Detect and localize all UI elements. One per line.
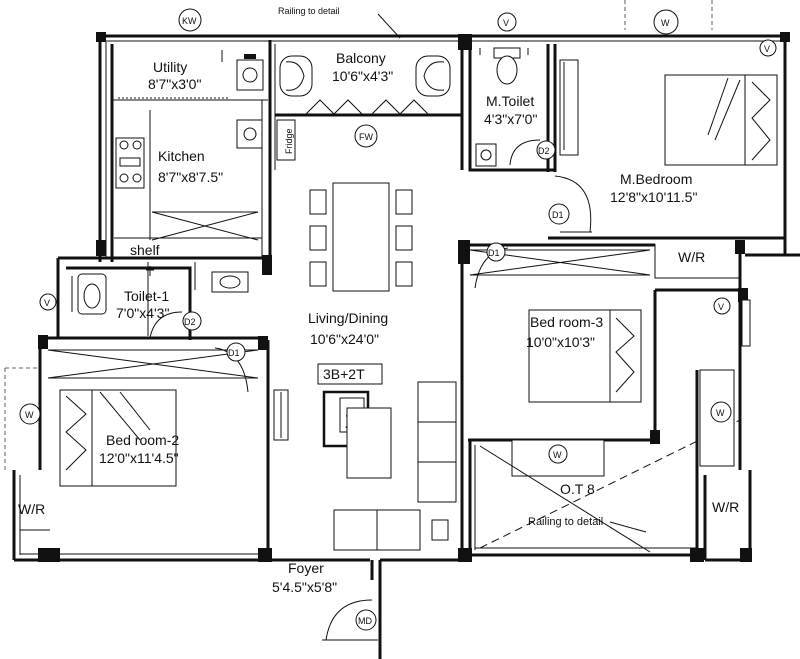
mbedroom-dim: 12'8"x10'11.5" [610, 189, 697, 205]
shelf-label: shelf [130, 242, 160, 258]
balcony: Balcony 10'6"x4'3" FW [279, 50, 451, 148]
unit-type-label: 3B+2T [323, 366, 365, 382]
foyer-name: Foyer [288, 560, 324, 576]
bedroom3-dim: 10'0"x10'3" [526, 334, 595, 350]
d1-mbedroom-door-tag: D1 [552, 210, 564, 220]
foyer-dim: 5'4.5"x5'8" [272, 579, 337, 595]
v-vent-tag-mtoilet: V [503, 18, 509, 28]
railing-top-label: Railing to detail [278, 6, 340, 16]
wr-left-label: W/R [18, 501, 45, 517]
balcony-name: Balcony [336, 50, 386, 66]
open-terrace: O.T 8 Railing to detail W V W/R [479, 297, 751, 553]
columns [38, 32, 790, 562]
utility-name: Utility [153, 59, 187, 75]
living-dining: Living/Dining 10'6"x24'0" 3B+2T 1 [273, 182, 457, 551]
foyer: Foyer 5'4.5"x5'8" MD [272, 560, 378, 641]
mbedroom-name: M.Bedroom [620, 171, 692, 187]
bedroom2-dim: 12'0"x11'4.5" [99, 450, 179, 466]
v-vent-tag-right: V [764, 44, 770, 54]
toilet1-name: Toilet-1 [124, 288, 169, 304]
d1-bedroom2-door-tag: D1 [228, 348, 240, 358]
kw-window-tag: KW [182, 16, 197, 26]
mtoilet-name: M.Toilet [486, 93, 534, 109]
bedroom-3: D1 Bed room-3 10'0"x10'3" W [469, 242, 651, 477]
balcony-dim: 10'6"x4'3" [332, 68, 393, 84]
bedroom2-name: Bed room-2 [106, 432, 179, 448]
wr-right-label: W/R [712, 499, 739, 515]
w-window-tag-ot: W [553, 450, 562, 460]
kitchen: Kitchen 8'7"x8'7.5" Fridge shelf [114, 110, 296, 276]
w-window-tag-left: W [25, 410, 34, 420]
railing-bottom-label: Railing to detail [528, 516, 603, 528]
d1-bedroom3-door-tag: D1 [488, 248, 500, 258]
utility-room: Utility 8'7"x3'0" [118, 50, 264, 99]
master-toilet: M.Toilet 4'3"x7'0" D2 [475, 47, 556, 167]
living-name: Living/Dining [308, 310, 388, 326]
utility-dim: 8'7"x3'0" [148, 76, 201, 92]
bedroom3-name: Bed room-3 [530, 314, 603, 330]
bedroom-2: D1 Bed room-2 12'0"x11'4.5" W W/R [4, 342, 259, 531]
ot-name: O.T 8 [560, 481, 595, 497]
wr-master-label: W/R [678, 249, 705, 265]
kitchen-name: Kitchen [158, 148, 205, 164]
fw-door-tag: FW [359, 132, 373, 142]
toilet-1: Toilet-1 7'0"x4'3" D2 V [39, 271, 249, 339]
living-dim: 10'6"x24'0" [310, 331, 379, 347]
kitchen-dim: 8'7"x8'7.5" [158, 169, 223, 185]
toilet1-dim: 7'0"x4'3" [116, 305, 169, 321]
d2-toilet1-door-tag: D2 [184, 317, 196, 327]
v-vent-tag-toilet1: V [44, 298, 50, 308]
mtoilet-dim: 4'3"x7'0" [484, 111, 537, 127]
md-door-tag: MD [358, 616, 372, 626]
master-bedroom: M.Bedroom 12'8"x10'11.5" D1 W/R [548, 59, 778, 265]
fridge-label: Fridge [284, 128, 294, 154]
w-window-tag-right: W [716, 408, 725, 418]
w-window-tag-mbedroom: W [661, 18, 670, 28]
v-vent-tag-right-lower: V [718, 302, 724, 312]
d2-mtoilet-door-tag: D2 [538, 146, 550, 156]
